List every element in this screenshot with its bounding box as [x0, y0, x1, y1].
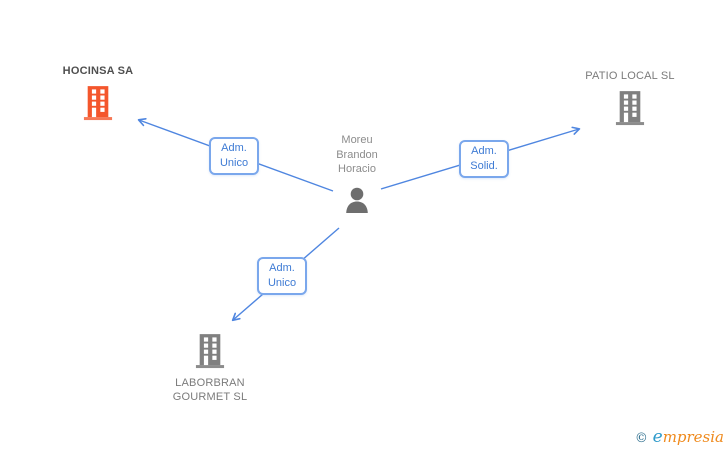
- brand-rest: mpresia: [662, 428, 724, 446]
- company-name: LABORBRAN GOURMET SL: [172, 377, 248, 403]
- company-node-hocinsa[interactable]: HOCINSA SA: [38, 64, 158, 121]
- company-name: HOCINSA SA: [62, 65, 134, 77]
- company-name: PATIO LOCAL SL: [585, 70, 675, 82]
- copyright-icon: ©: [634, 431, 648, 446]
- company-node-patio-local[interactable]: PATIO LOCAL SL: [570, 69, 690, 126]
- company-node-laborbran-gourmet[interactable]: LABORBRAN GOURMET SL: [150, 333, 270, 404]
- person-node-moreu-brandon-horacio[interactable]: Moreu Brandon Horacio: [297, 133, 417, 218]
- edge-label-adm-unico-hocinsa: Adm. Unico: [209, 137, 259, 175]
- brand-letter-e: e: [652, 427, 663, 447]
- edge-label-adm-unico-laborbran: Adm. Unico: [257, 257, 307, 295]
- building-icon: [83, 86, 113, 121]
- building-icon: [195, 334, 225, 369]
- building-icon: [615, 91, 645, 126]
- person-name: Moreu Brandon Horacio: [336, 134, 378, 175]
- edge-label-adm-solid-patio: Adm. Solid.: [459, 140, 509, 178]
- person-icon: [346, 187, 368, 213]
- empresia-logo: © empresia: [635, 427, 724, 447]
